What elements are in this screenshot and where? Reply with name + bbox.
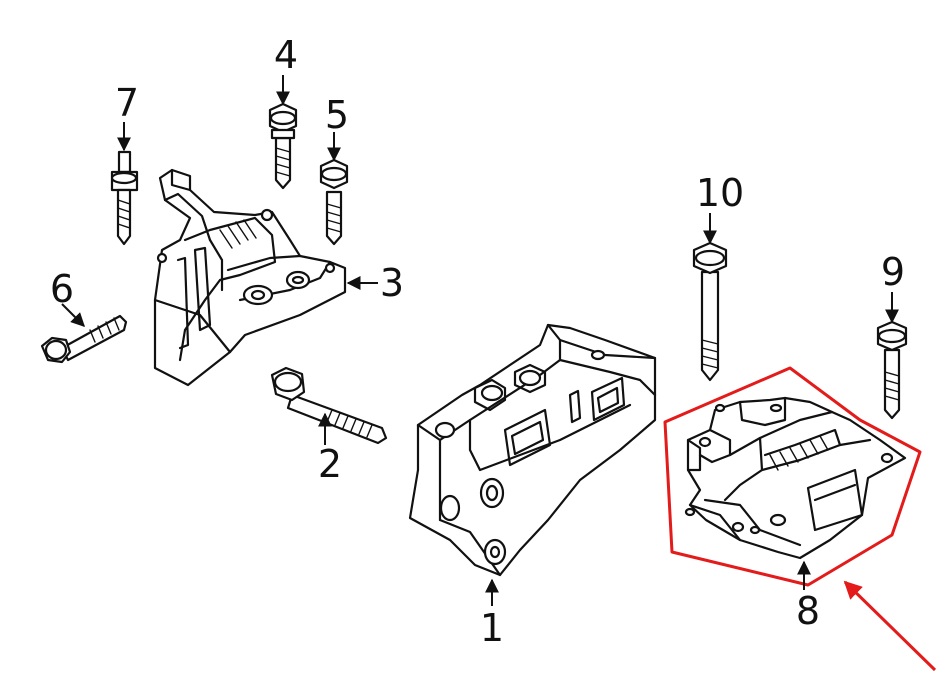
callout-8: 8 bbox=[796, 589, 820, 633]
callout-3: 3 bbox=[380, 261, 404, 305]
highlight-outline bbox=[663, 366, 922, 587]
callout-2: 2 bbox=[318, 442, 342, 486]
highlight-arrow bbox=[843, 580, 937, 672]
callout-5: 5 bbox=[325, 93, 349, 137]
part-9-bolt bbox=[876, 320, 908, 420]
part-6-bolt bbox=[40, 314, 128, 364]
leader-lines bbox=[61, 75, 899, 606]
callout-1: 1 bbox=[480, 606, 504, 650]
part-5-bolt bbox=[319, 158, 349, 246]
callout-7: 7 bbox=[115, 81, 139, 125]
callout-6: 6 bbox=[50, 267, 74, 311]
callout-10: 10 bbox=[696, 171, 744, 215]
part-4-bolt bbox=[268, 102, 298, 190]
part-1-bracket bbox=[408, 323, 657, 577]
part-3-engine-mount bbox=[153, 168, 347, 387]
part-7-stud bbox=[110, 150, 139, 246]
part-8-transmission-mount bbox=[684, 396, 907, 560]
part-10-bolt bbox=[692, 241, 728, 382]
callout-9: 9 bbox=[881, 250, 905, 294]
part-2-bolt bbox=[270, 366, 388, 445]
callout-4: 4 bbox=[274, 33, 298, 77]
